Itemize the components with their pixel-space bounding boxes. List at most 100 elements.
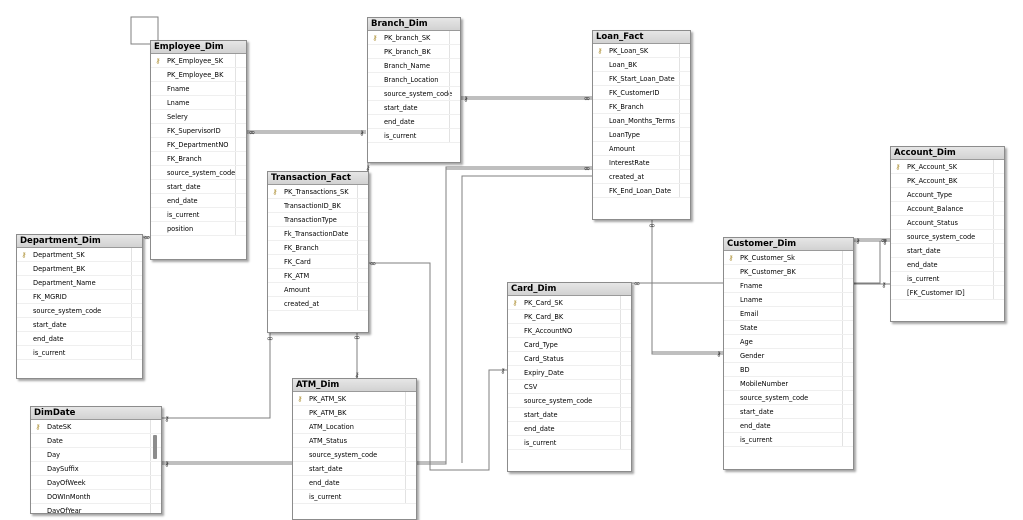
column-row[interactable]: PK_ATM_BK — [293, 406, 416, 420]
column-row[interactable]: is_current — [891, 272, 1004, 286]
vertical-scrollbar-thumb[interactable] — [153, 435, 157, 459]
column-row[interactable]: ⚷DateSK — [31, 420, 161, 434]
column-row[interactable]: LoanType — [593, 128, 690, 142]
column-row[interactable]: is_current — [151, 208, 246, 222]
column-row[interactable]: FK_ATM — [268, 269, 368, 283]
column-row[interactable]: MobileNumber — [724, 377, 853, 391]
column-row[interactable]: PK_Employee_BK — [151, 68, 246, 82]
column-row[interactable]: source_system_code — [508, 394, 631, 408]
column-row[interactable]: FK_Branch — [268, 241, 368, 255]
column-row[interactable]: Amount — [268, 283, 368, 297]
column-row[interactable]: ⚷PK_Account_SK — [891, 160, 1004, 174]
column-row[interactable]: PK_Account_BK — [891, 174, 1004, 188]
column-row[interactable]: DayOfYear — [31, 504, 161, 513]
column-row[interactable]: source_system_code — [17, 304, 142, 318]
column-row[interactable]: end_date — [17, 332, 142, 346]
table-title[interactable]: Loan_Fact — [593, 31, 690, 44]
relation-employee-supervisor[interactable] — [130, 16, 159, 45]
relation-transaction-card[interactable] — [369, 262, 507, 471]
column-row[interactable]: [FK_Customer ID] — [891, 286, 1004, 300]
table-title[interactable]: ATM_Dim — [293, 379, 416, 392]
column-row[interactable]: source_system_code — [891, 230, 1004, 244]
column-row[interactable]: ⚷PK_Customer_Sk — [724, 251, 853, 265]
column-row[interactable]: is_current — [17, 346, 142, 360]
column-row[interactable]: Branch_Name — [368, 59, 460, 73]
column-row[interactable]: Fname — [151, 82, 246, 96]
column-row[interactable]: FK_Card — [268, 255, 368, 269]
column-row[interactable]: start_date — [724, 405, 853, 419]
column-row[interactable]: State — [724, 321, 853, 335]
column-row[interactable]: FK_Branch — [151, 152, 246, 166]
column-row[interactable]: ⚷PK_Employee_SK — [151, 54, 246, 68]
column-row[interactable]: Lname — [151, 96, 246, 110]
table-title[interactable]: Customer_Dim — [724, 238, 853, 251]
column-row[interactable]: TransactionType — [268, 213, 368, 227]
column-row[interactable]: DayOfWeek — [31, 476, 161, 490]
column-row[interactable]: PK_Customer_BK — [724, 265, 853, 279]
column-row[interactable]: FK_AccountNO — [508, 324, 631, 338]
column-row[interactable]: source_system_code — [368, 87, 460, 101]
column-row[interactable]: ⚷PK_branch_SK — [368, 31, 460, 45]
table-title[interactable]: Card_Dim — [508, 283, 631, 296]
column-row[interactable]: FK_End_Loan_Date — [593, 184, 690, 198]
column-row[interactable]: end_date — [151, 194, 246, 208]
column-row[interactable]: ⚷PK_Card_SK — [508, 296, 631, 310]
table-title[interactable]: Department_Dim — [17, 235, 142, 248]
column-row[interactable]: ⚷PK_Loan_SK — [593, 44, 690, 58]
column-row[interactable]: TransactionID_BK — [268, 199, 368, 213]
table-title[interactable]: Branch_Dim — [368, 18, 460, 31]
column-row[interactable]: Expiry_Date — [508, 366, 631, 380]
column-row[interactable]: ⚷PK_Transactions_SK — [268, 185, 368, 199]
column-row[interactable]: ⚷PK_ATM_SK — [293, 392, 416, 406]
column-row[interactable]: Card_Type — [508, 338, 631, 352]
column-row[interactable]: DaySuffix — [31, 462, 161, 476]
column-row[interactable]: FK_SupervisorID — [151, 124, 246, 138]
table-title[interactable]: DimDate — [31, 407, 161, 420]
column-row[interactable]: ATM_Status — [293, 434, 416, 448]
column-row[interactable]: Fk_TransactionDate — [268, 227, 368, 241]
column-row[interactable]: is_current — [508, 436, 631, 450]
table-title[interactable]: Transaction_Fact — [268, 172, 368, 185]
column-row[interactable]: Account_Type — [891, 188, 1004, 202]
column-row[interactable]: Loan_BK — [593, 58, 690, 72]
column-row[interactable]: Amount — [593, 142, 690, 156]
column-row[interactable]: end_date — [293, 476, 416, 490]
column-row[interactable]: Department_BK — [17, 262, 142, 276]
column-row[interactable]: position — [151, 222, 246, 236]
column-row[interactable]: Selery — [151, 110, 246, 124]
column-row[interactable]: FK_CustomerID — [593, 86, 690, 100]
column-row[interactable]: FK_Start_Loan_Date — [593, 72, 690, 86]
column-row[interactable]: created_at — [268, 297, 368, 311]
column-row[interactable]: start_date — [368, 101, 460, 115]
column-row[interactable]: end_date — [891, 258, 1004, 272]
column-row[interactable]: Lname — [724, 293, 853, 307]
relation-loan-date-end[interactable] — [461, 175, 592, 463]
column-row[interactable]: Department_Name — [17, 276, 142, 290]
column-row[interactable]: BD — [724, 363, 853, 377]
relation-loan-customer[interactable] — [651, 219, 723, 353]
column-row[interactable]: Fname — [724, 279, 853, 293]
relation-transaction-dimdate[interactable] — [162, 333, 271, 419]
column-row[interactable]: Account_Balance — [891, 202, 1004, 216]
column-row[interactable]: end_date — [508, 422, 631, 436]
column-row[interactable]: FK_MGRID — [17, 290, 142, 304]
column-row[interactable]: Day — [31, 448, 161, 462]
column-row[interactable]: ⚷Department_SK — [17, 248, 142, 262]
column-row[interactable]: created_at — [593, 170, 690, 184]
column-row[interactable]: start_date — [17, 318, 142, 332]
column-row[interactable]: is_current — [368, 129, 460, 143]
column-row[interactable]: Loan_Months_Terms — [593, 114, 690, 128]
column-row[interactable]: is_current — [293, 490, 416, 504]
column-row[interactable]: end_date — [724, 419, 853, 433]
column-row[interactable]: FK_DepartmentNO — [151, 138, 246, 152]
column-row[interactable]: start_date — [293, 462, 416, 476]
column-row[interactable]: start_date — [508, 408, 631, 422]
column-row[interactable]: Gender — [724, 349, 853, 363]
